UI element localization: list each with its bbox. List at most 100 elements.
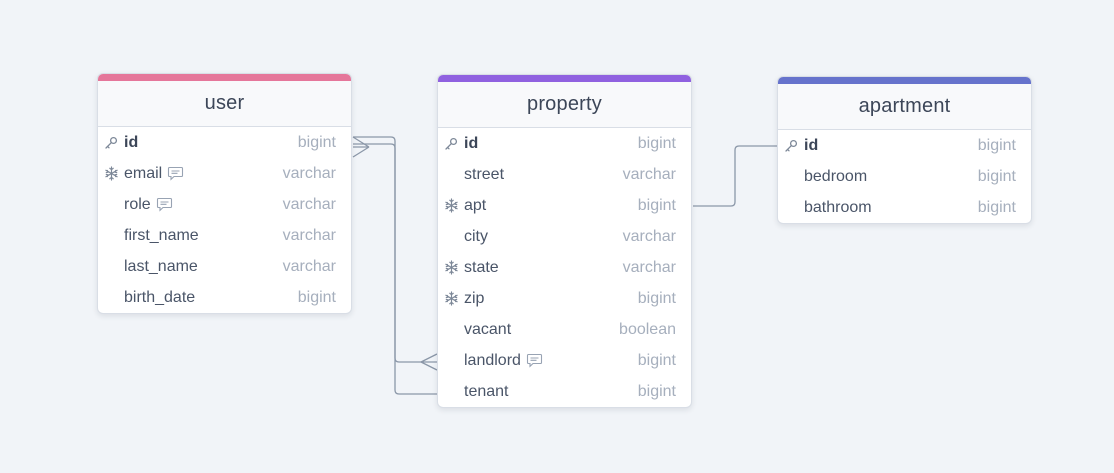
connector-property-apt-to-apartment-id[interactable] [693, 145, 777, 207]
column-row-id[interactable]: id bigint [438, 128, 691, 159]
column-type: bigint [637, 196, 676, 214]
column-type: boolean [619, 320, 676, 338]
column-row-state[interactable]: state varchar [438, 252, 691, 283]
key-icon [778, 139, 804, 153]
table-apartment-color-bar [778, 77, 1031, 84]
crow-foot-user-id [352, 136, 370, 158]
column-name-text: first_name [124, 226, 199, 244]
key-icon [98, 136, 124, 150]
column-type: bigint [637, 134, 676, 152]
column-row-street[interactable]: street varchar [438, 159, 691, 190]
column-row-email[interactable]: email varchar [98, 158, 351, 189]
column-type: bigint [637, 351, 676, 369]
column-name: role [124, 196, 173, 214]
snowflake-icon [438, 260, 464, 275]
column-row-zip[interactable]: zip bigint [438, 283, 691, 314]
table-property-title[interactable]: property [438, 82, 691, 128]
column-type: bigint [297, 288, 336, 306]
table-apartment-columns: id bigint bedroom bigint bathroom bigint [778, 130, 1031, 223]
comment-icon[interactable] [156, 197, 173, 212]
column-row-tenant[interactable]: tenant bigint [438, 376, 691, 407]
snowflake-icon [438, 291, 464, 306]
column-row-landlord[interactable]: landlord bigint [438, 345, 691, 376]
column-row-id[interactable]: id bigint [98, 127, 351, 158]
column-name-text: apt [464, 196, 487, 214]
column-type: varchar [622, 258, 676, 276]
column-name-text: bedroom [804, 167, 868, 185]
table-property[interactable]: property id bigint street varchar apt bigint c… [437, 74, 692, 408]
column-row-role[interactable]: role varchar [98, 189, 351, 220]
column-type: varchar [622, 227, 676, 245]
column-row-bathroom[interactable]: bathroom bigint [778, 192, 1031, 223]
column-type: varchar [622, 165, 676, 183]
comment-icon[interactable] [167, 166, 184, 181]
column-type: bigint [977, 198, 1016, 216]
column-row-bedroom[interactable]: bedroom bigint [778, 161, 1031, 192]
crow-foot-property-landlord [420, 353, 438, 371]
column-name: email [124, 165, 184, 183]
column-name: city [464, 228, 488, 246]
column-name: street [464, 166, 504, 184]
column-name: zip [464, 290, 484, 308]
column-name: id [464, 135, 478, 153]
column-name: tenant [464, 383, 508, 401]
key-icon [438, 137, 464, 151]
comment-icon[interactable] [526, 353, 543, 368]
column-type: varchar [282, 195, 336, 213]
connector-user-id-to-property-landlord[interactable] [353, 143, 437, 363]
column-name-text: city [464, 227, 488, 245]
column-name-text: email [124, 164, 163, 182]
column-name-text: vacant [464, 320, 512, 338]
column-name: bathroom [804, 199, 872, 217]
column-row-id[interactable]: id bigint [778, 130, 1031, 161]
column-name-text: id [804, 136, 819, 154]
column-type: bigint [297, 133, 336, 151]
column-type: varchar [282, 226, 336, 244]
column-name: state [464, 259, 499, 277]
connector-user-id-to-property-tenant[interactable] [353, 136, 437, 395]
column-row-apt[interactable]: apt bigint [438, 190, 691, 221]
column-row-birth_date[interactable]: birth_date bigint [98, 282, 351, 313]
column-name-text: role [124, 195, 151, 213]
column-type: bigint [637, 289, 676, 307]
column-name: id [124, 134, 138, 152]
column-name-text: birth_date [124, 288, 196, 306]
column-name: id [804, 137, 818, 155]
column-row-first_name[interactable]: first_name varchar [98, 220, 351, 251]
column-type: varchar [282, 164, 336, 182]
column-name: bedroom [804, 168, 867, 186]
column-name: last_name [124, 258, 198, 276]
column-name-text: street [464, 165, 505, 183]
column-name: vacant [464, 321, 511, 339]
table-user-color-bar [98, 74, 351, 81]
column-name: apt [464, 197, 486, 215]
column-row-vacant[interactable]: vacant boolean [438, 314, 691, 345]
snowflake-icon [98, 166, 124, 181]
column-type: bigint [977, 167, 1016, 185]
column-type: varchar [282, 257, 336, 275]
column-name: birth_date [124, 289, 195, 307]
table-apartment-title[interactable]: apartment [778, 84, 1031, 130]
column-type: bigint [637, 382, 676, 400]
column-row-city[interactable]: city varchar [438, 221, 691, 252]
column-name-text: id [124, 133, 139, 151]
column-name-text: state [464, 258, 499, 276]
table-user-title[interactable]: user [98, 81, 351, 127]
column-name-text: zip [464, 289, 485, 307]
column-name: first_name [124, 227, 199, 245]
column-name-text: landlord [464, 351, 521, 369]
column-type: bigint [977, 136, 1016, 154]
column-name-text: id [464, 134, 479, 152]
table-property-color-bar [438, 75, 691, 82]
column-name-text: bathroom [804, 198, 872, 216]
table-property-columns: id bigint street varchar apt bigint city varcha… [438, 128, 691, 407]
column-name-text: tenant [464, 382, 509, 400]
column-name: landlord [464, 352, 543, 370]
column-row-last_name[interactable]: last_name varchar [98, 251, 351, 282]
column-name-text: last_name [124, 257, 198, 275]
snowflake-icon [438, 198, 464, 213]
